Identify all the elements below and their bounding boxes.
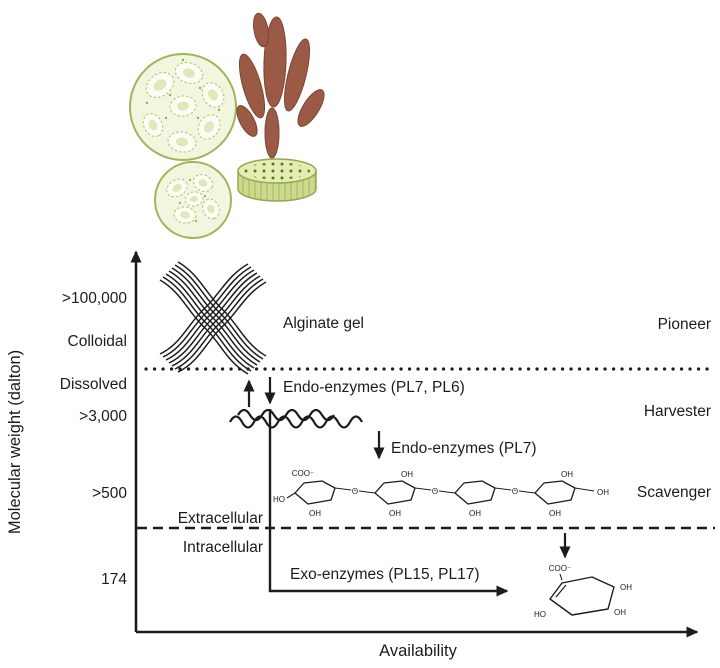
hydroxyl-label: OH [561, 470, 573, 479]
tick-500: >500 [92, 485, 127, 502]
algae-colony-large-illustration [129, 53, 237, 161]
ring-double-bond [555, 584, 567, 598]
carboxylate-label: COO⁻ [549, 564, 571, 573]
brown-seaweed-illustration [236, 12, 325, 159]
hydroxyl-ho-label: HO [534, 610, 546, 619]
monosaccharide-product: COO⁻ OH OH HO [533, 563, 634, 621]
tick-174: 174 [101, 571, 127, 588]
extracellular-label: Extracellular [178, 510, 263, 527]
intracellular-label: Intracellular [183, 539, 263, 556]
tick-colloidal: Colloidal [68, 333, 127, 350]
tick-dissolved: Dissolved [60, 376, 127, 393]
x-axis-label: Availability [379, 642, 457, 660]
endo-enzymes-pl7-label: Endo-enzymes (PL7) [391, 440, 537, 457]
hydroxyl-label: OH [389, 509, 401, 518]
endo-enzymes-pl7-pl6-label: Endo-enzymes (PL7, PL6) [283, 379, 465, 396]
alginate-gel-label: Alginate gel [283, 315, 364, 332]
diatom-disc-illustration [237, 158, 317, 202]
axes: Molecular weight (dalton) Availability [6, 250, 699, 660]
harvester-zone-label: Harvester [644, 403, 711, 420]
alginate-polymer-squiggle [229, 408, 363, 429]
y-axis-label: Molecular weight (dalton) [6, 350, 24, 534]
hydroxyl-label: OH [614, 608, 626, 617]
hydroxyl-ho-label: HO [273, 495, 285, 504]
hydroxyl-label: OH [549, 509, 561, 518]
exo-enzymes-label: Exo-enzymes (PL15, PL17) [290, 566, 480, 583]
glycosidic-o-label: O [352, 487, 358, 496]
tick-3000: >3,000 [79, 408, 127, 425]
y-axis-tick-labels: >100,000 Colloidal Dissolved >3,000 >500… [60, 290, 128, 588]
hydroxyl-label: OH [309, 509, 321, 518]
hydroxyl-label: OH [469, 509, 481, 518]
glycosidic-o-label: O [512, 487, 518, 496]
hydroxyl-label: OH [597, 488, 609, 497]
pioneer-zone-label: Pioneer [658, 316, 711, 333]
carboxylate-label: COO⁻ [292, 469, 314, 478]
algae-colony-small-illustration [154, 161, 232, 239]
hydroxyl-label: OH [620, 583, 632, 592]
exo-degradation-elbow-arrow [268, 409, 509, 597]
glycosidic-o-label: O [432, 487, 438, 496]
oligosaccharide-chain: O O O COO⁻ OH OH OH OH OH OH HO OH [272, 468, 611, 520]
tick-100000: >100,000 [62, 290, 127, 307]
scavenger-zone-label: Scavenger [637, 484, 711, 501]
alginate-gel-network [159, 261, 267, 375]
hydroxyl-label: OH [401, 470, 413, 479]
